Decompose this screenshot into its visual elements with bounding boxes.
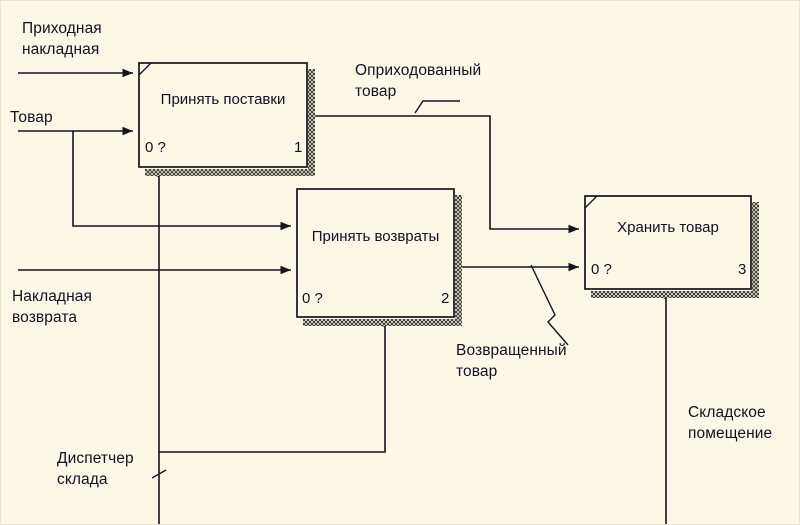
box-corner-notch-a1 [138,62,152,76]
flow-label-warehouse-space: Складское помещение [688,404,773,442]
box-shadow-a1-right [308,69,315,176]
flow-label-incoming-invoice: Приходная накладная [22,20,102,58]
flow-arrows [18,68,667,525]
box-shadow-a2-bottom [303,319,460,326]
activity-number-3: 3 [738,261,747,278]
flow-label-dispatcher: Диспетчер склада [57,450,134,488]
activity-box-1[interactable] [138,62,308,168]
flow-label-return-invoice: Накладная возврата [12,288,92,326]
activity-number-2: 2 [441,290,450,307]
activity-box-3[interactable] [584,195,752,290]
activity-corner-left-3: 0 ? [591,261,612,278]
box-corner-notch-a3 [584,195,598,209]
box-shadow-a3-right [752,202,759,298]
leader-received-goods [414,100,460,114]
flow-label-goods: Товар [10,109,53,126]
box-shadow-a3-bottom [591,291,757,298]
box-shadow-a2-right [455,195,462,326]
flow-line-dispatcher-to-a2 [159,318,386,453]
activity-number-1: 1 [294,139,303,156]
flow-label-returned-goods: Возвращенный товар [456,342,567,380]
flow-line-received-goods [307,115,579,234]
activity-title-3: Хранить товар [617,219,719,236]
activity-boxes [138,62,759,326]
activity-corner-left-1: 0 ? [145,139,166,156]
flow-line-goods-to-a2 [72,131,291,231]
activity-box-2[interactable] [296,188,455,318]
activity-corner-left-2: 0 ? [302,290,323,307]
leader-returned-goods [530,264,569,346]
trunk-tick-mark [151,469,167,479]
activity-title-2: Принять возвраты [311,228,440,245]
flow-label-received-goods: Оприходованный товар [355,62,482,100]
activity-title-1: Принять поставки [160,91,286,108]
box-shadow-a1-bottom [145,169,313,176]
